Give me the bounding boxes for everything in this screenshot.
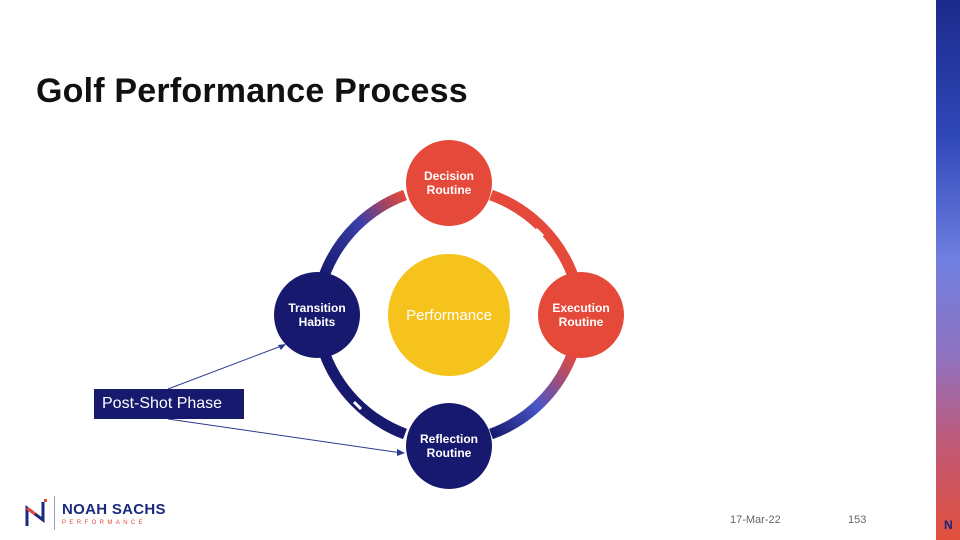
node-label: Execution Routine [552, 301, 610, 329]
node-label: Transition Habits [288, 301, 346, 329]
slide-title: Golf Performance Process [36, 72, 468, 110]
performance-circle: Performance [388, 254, 510, 376]
post-shot-phase-callout: Post-Shot Phase [94, 389, 244, 419]
node-transition-habits[interactable]: Transition Habits [274, 272, 360, 358]
node-label: Decision Routine [423, 169, 474, 197]
noah-sachs-logo-icon [25, 499, 47, 526]
node-reflection-routine[interactable]: Reflection Routine [406, 403, 492, 489]
company-logo: NOAH SACHS PERFORMANCE [24, 494, 174, 534]
slide-date: 17-Mar-22 [730, 514, 781, 526]
callout-arrow-lower [167, 418, 403, 454]
ring-arc-bottom-right [489, 350, 579, 440]
accent-sidebar [936, 0, 960, 540]
slide-page-number: 153 [848, 514, 867, 526]
ring-arc-bottom-left [318, 350, 407, 440]
logo-name: NOAH SACHS [62, 501, 166, 518]
logo-divider [54, 496, 55, 530]
ring-break [352, 400, 363, 411]
logo-subtitle: PERFORMANCE [62, 520, 147, 526]
node-label: Reflection Routine [419, 432, 478, 460]
arrowhead-lower [397, 449, 405, 456]
callout-arrow-upper [167, 344, 285, 390]
brand-mark-icon: N [944, 518, 953, 532]
ring-arc-top-right [489, 189, 579, 278]
node-execution-routine[interactable]: Execution Routine [538, 272, 624, 358]
ring-break [534, 227, 545, 238]
node-decision-routine[interactable]: Decision Routine [406, 140, 492, 226]
arrowhead-upper [278, 344, 286, 350]
ring-arc-top-left [318, 189, 407, 278]
